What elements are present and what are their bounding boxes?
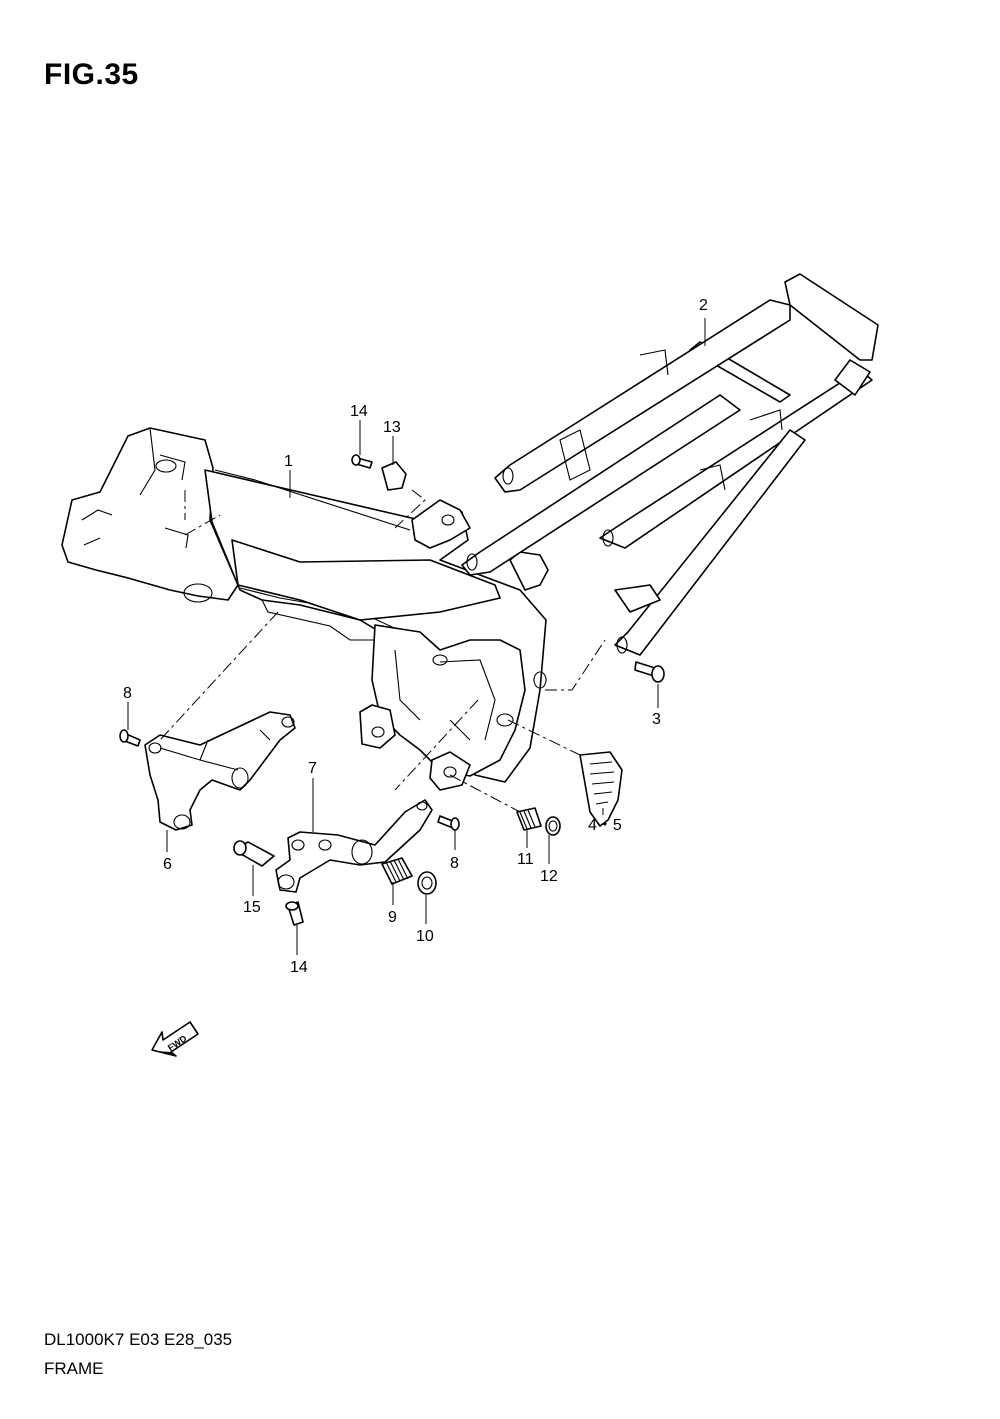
callout-2: 2 xyxy=(699,297,708,314)
diagram-section-name: FRAME xyxy=(44,1359,104,1378)
bolt-14-lower xyxy=(285,901,304,926)
callout-7: 7 xyxy=(308,760,317,777)
callout-8-left: 8 xyxy=(123,685,132,702)
footrest-bracket-6 xyxy=(144,711,296,831)
callout-labels: 1 2 3 4・5 6 7 8 8 9 10 11 12 13 14 14 15 xyxy=(123,297,708,976)
callout-15: 15 xyxy=(243,899,261,916)
footrest-bracket-7 xyxy=(275,799,433,893)
bolt-3 xyxy=(634,661,665,683)
bolt-8-right xyxy=(437,815,460,831)
callout-1: 1 xyxy=(284,453,293,470)
nut-10 xyxy=(417,871,437,895)
callout-6: 6 xyxy=(163,856,172,873)
collar-13 xyxy=(381,461,407,491)
spring-9 xyxy=(381,857,413,885)
diagram-model-code: DL1000K7 E03 E28_035 xyxy=(44,1330,233,1349)
callout-11: 11 xyxy=(517,851,534,868)
callout-14-lower: 14 xyxy=(290,959,308,976)
forward-direction-arrow-icon: FWD xyxy=(151,1021,199,1057)
leader-lines xyxy=(127,318,706,955)
callout-3: 3 xyxy=(652,711,661,728)
callout-12: 12 xyxy=(540,868,558,885)
spring-11 xyxy=(516,807,542,831)
main-frame-part xyxy=(61,427,549,791)
callout-4-5: 4・5 xyxy=(588,817,622,834)
frame-cover-part-4-5 xyxy=(579,751,623,827)
bolt-8-left xyxy=(119,729,141,747)
rear-subframe-part xyxy=(461,273,879,656)
callout-9: 9 xyxy=(388,909,397,926)
callout-8-right: 8 xyxy=(450,855,459,872)
bolt-14-upper xyxy=(351,454,373,469)
callout-10: 10 xyxy=(416,928,434,945)
callout-13: 13 xyxy=(383,419,401,436)
callout-14-upper: 14 xyxy=(350,403,368,420)
nut-12 xyxy=(545,816,561,836)
collar-15 xyxy=(233,840,275,867)
figure-title: FIG.35 xyxy=(44,58,139,91)
